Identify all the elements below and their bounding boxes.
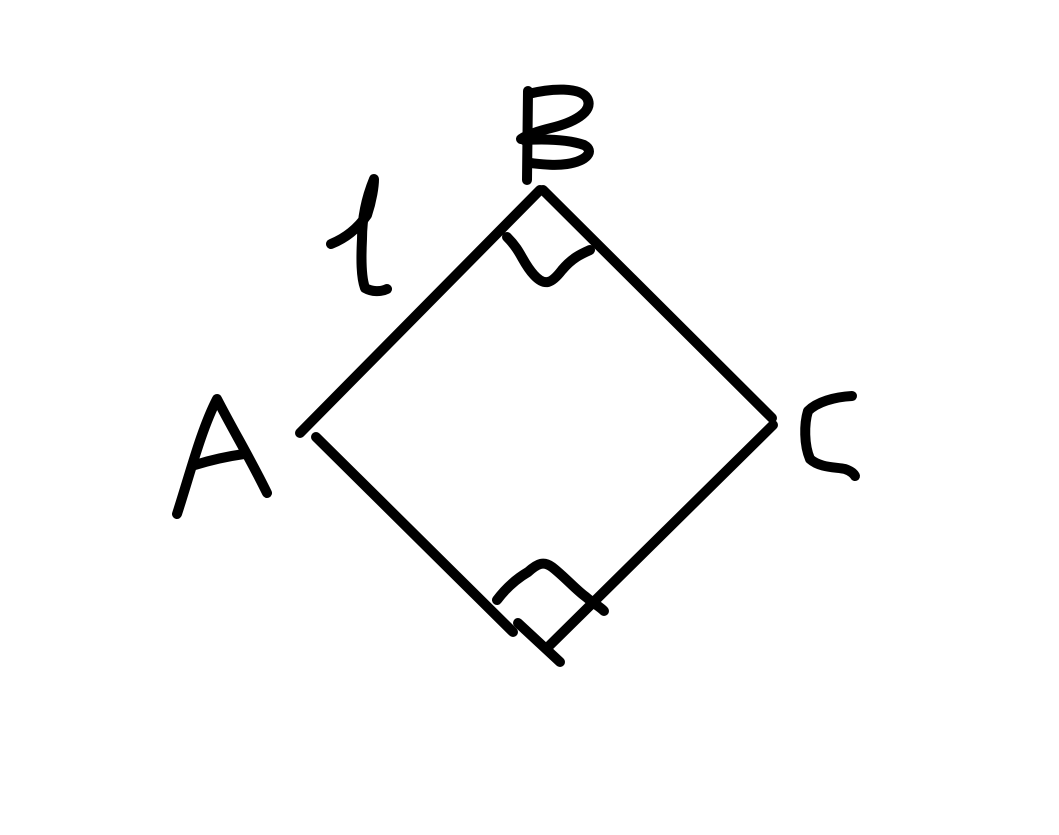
vertex-label-b-drawing	[516, 84, 594, 185]
vertex-label-a-drawing	[172, 394, 272, 519]
side-bc	[538, 185, 777, 423]
side-ad	[311, 432, 518, 637]
right-angle-mark-b	[502, 232, 595, 288]
side-label-1-drawing	[326, 174, 392, 297]
side-ab	[295, 185, 545, 438]
lower-vertex-overlap	[513, 618, 565, 667]
right-angle-mark-lower	[492, 558, 609, 616]
side-cd	[542, 420, 778, 653]
vertex-label-c-drawing	[800, 391, 860, 481]
